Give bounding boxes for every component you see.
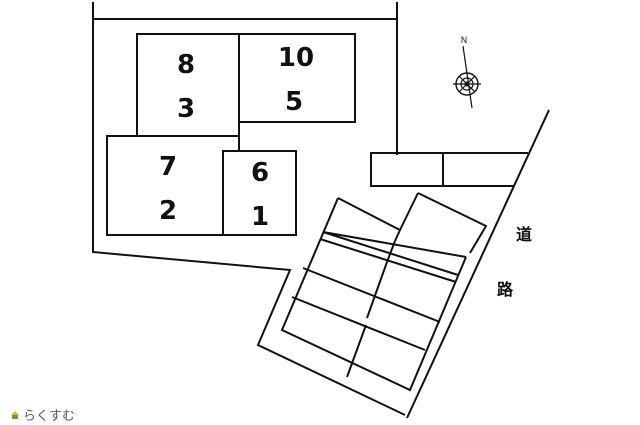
building-10-sub: 5 <box>285 87 303 117</box>
building-8 <box>136 33 240 137</box>
building-8-number: 8 <box>177 50 195 80</box>
building-7-number: 7 <box>159 152 177 182</box>
parking-stall <box>370 152 444 187</box>
building-7-sub: 2 <box>159 196 177 226</box>
building-8-sub: 3 <box>177 94 195 124</box>
parking-area <box>280 192 488 392</box>
brand-logo: らくすむ <box>10 405 75 424</box>
building-6-number: 6 <box>251 158 269 188</box>
parking-stall <box>442 152 528 187</box>
brand-name: らくすむ <box>23 409 76 424</box>
road-label-char-1: 道 <box>516 225 532 244</box>
house-icon <box>11 410 19 419</box>
building-10-number: 10 <box>278 43 314 73</box>
site-boundary <box>92 2 406 416</box>
road-edge <box>406 109 550 419</box>
compass-icon: N <box>453 36 481 109</box>
building-7 <box>106 135 240 236</box>
building-6-sub: 1 <box>251 202 269 232</box>
road-label-char-2: 路 <box>497 280 514 299</box>
compass-north-label: N <box>461 36 468 46</box>
building-6 <box>222 150 297 236</box>
building-10 <box>238 33 356 123</box>
